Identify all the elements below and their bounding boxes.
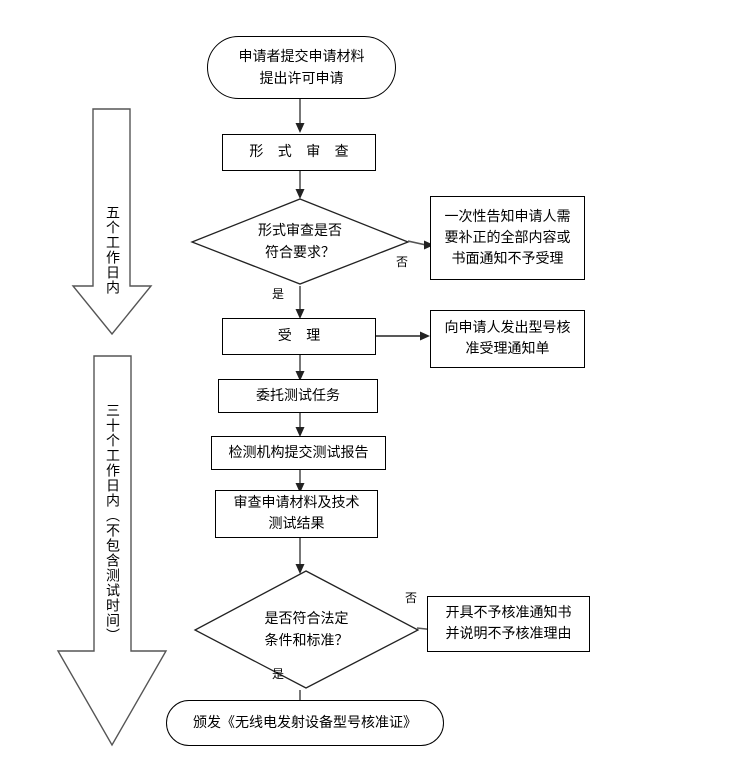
connector-decision-formal-no <box>408 236 436 254</box>
connector-review-to-decision-approve <box>290 538 310 576</box>
node-notify-supplement: 一次性告知申请人需 要补正的全部内容或 书面通知不予受理 <box>430 196 585 280</box>
timeline-arrow-five-days <box>71 108 153 336</box>
node-start: 申请者提交申请材料 提出许可申请 <box>207 36 396 99</box>
timeline-arrow-thirty-days-label: 三十个工作日内（不包含测试时间） <box>104 403 120 643</box>
connector-start-to-formal-review <box>290 99 310 135</box>
node-decision-approve: 是否符合法定 条件和标准？ <box>193 570 420 690</box>
edge-label-approve-yes: 是 <box>272 667 285 681</box>
edge-label-formal-no: 否 <box>396 255 409 269</box>
edge-label-formal-yes: 是 <box>272 287 285 301</box>
node-review-material: 审查申请材料及技术 测试结果 <box>215 490 378 538</box>
timeline-arrow-thirty-days <box>56 355 168 747</box>
connector-decision-formal-yes <box>290 286 310 321</box>
connector-accept-to-entrust <box>290 355 310 383</box>
node-decision-formal-review: 形式审查是否 符合要求？ <box>190 198 410 286</box>
connector-report-to-review <box>290 470 310 495</box>
node-formal-review: 形 式 审 查 <box>222 134 376 171</box>
node-notice-reject: 开具不予核准通知书 并说明不予核准理由 <box>427 596 590 652</box>
node-issue-certificate: 颁发《无线电发射设备型号核准证》 <box>166 700 444 746</box>
connector-formal-review-to-decision <box>290 171 310 201</box>
node-test-report: 检测机构提交测试报告 <box>211 436 386 470</box>
connector-accept-to-notice <box>376 328 432 344</box>
node-notice-accept: 向申请人发出型号核 准受理通知单 <box>430 310 585 368</box>
edge-label-approve-no: 否 <box>405 591 418 605</box>
timeline-arrow-five-days-label: 五个工作日内 <box>104 205 120 295</box>
node-entrust-test: 委托测试任务 <box>218 379 378 413</box>
node-accept: 受 理 <box>222 318 376 355</box>
connector-entrust-to-report <box>290 413 310 439</box>
